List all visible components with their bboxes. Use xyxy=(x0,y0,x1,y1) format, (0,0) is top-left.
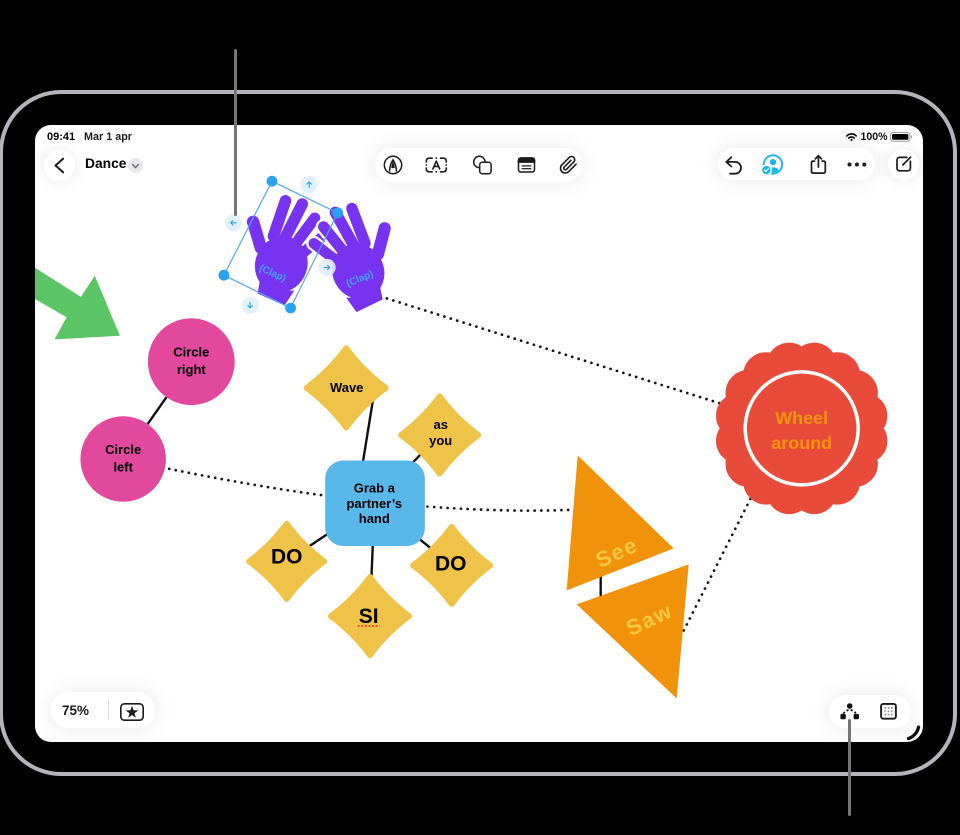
svg-text:hand: hand xyxy=(359,510,390,525)
svg-text:partner’s: partner’s xyxy=(347,495,403,510)
svg-text:Circle: Circle xyxy=(105,441,141,456)
svg-text:DO: DO xyxy=(271,545,302,568)
svg-text:around: around xyxy=(772,432,833,452)
svg-text:left: left xyxy=(114,459,134,474)
svg-text:DO: DO xyxy=(435,552,466,575)
svg-text:right: right xyxy=(177,361,207,376)
svg-text:Grab a: Grab a xyxy=(354,480,396,495)
svg-text:as: as xyxy=(434,416,448,431)
svg-text:you: you xyxy=(429,432,452,447)
svg-text:Circle: Circle xyxy=(174,344,210,359)
svg-text:Wheel: Wheel xyxy=(776,407,829,427)
svg-text:Wave: Wave xyxy=(330,379,363,394)
svg-text:SI: SI xyxy=(359,604,379,627)
